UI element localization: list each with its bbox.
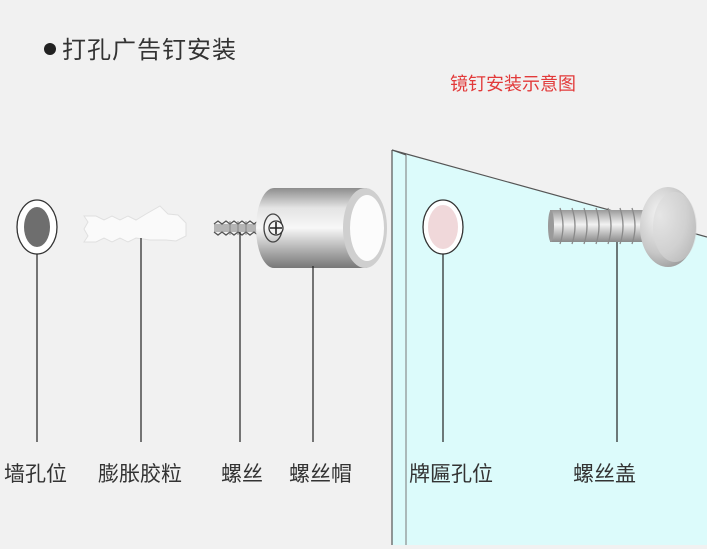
page-title-text: 打孔广告钉安装 bbox=[62, 36, 237, 64]
sign-hole-icon bbox=[422, 199, 464, 255]
diagram-subtitle: 镜钉安装示意图 bbox=[450, 74, 576, 95]
wall-hole-icon bbox=[16, 199, 58, 255]
leader-lines bbox=[36, 232, 618, 442]
page-title: 打孔广告钉安装 bbox=[44, 30, 237, 65]
label-screw-cap: 螺丝帽 bbox=[289, 462, 352, 486]
label-sign-hole: 牌匾孔位 bbox=[409, 462, 493, 486]
bullet-icon bbox=[44, 43, 56, 55]
label-screw: 螺丝 bbox=[221, 462, 263, 486]
label-wall-hole: 墙孔位 bbox=[4, 462, 67, 486]
expansion-plug-icon bbox=[83, 205, 187, 243]
screw-cover-icon bbox=[548, 187, 697, 267]
screw-cap-icon bbox=[256, 188, 387, 268]
glass-panel bbox=[392, 150, 707, 545]
label-expansion-plug: 膨胀胶粒 bbox=[98, 462, 182, 486]
screw-icon bbox=[213, 220, 261, 236]
label-screw-cover: 螺丝盖 bbox=[573, 462, 636, 486]
